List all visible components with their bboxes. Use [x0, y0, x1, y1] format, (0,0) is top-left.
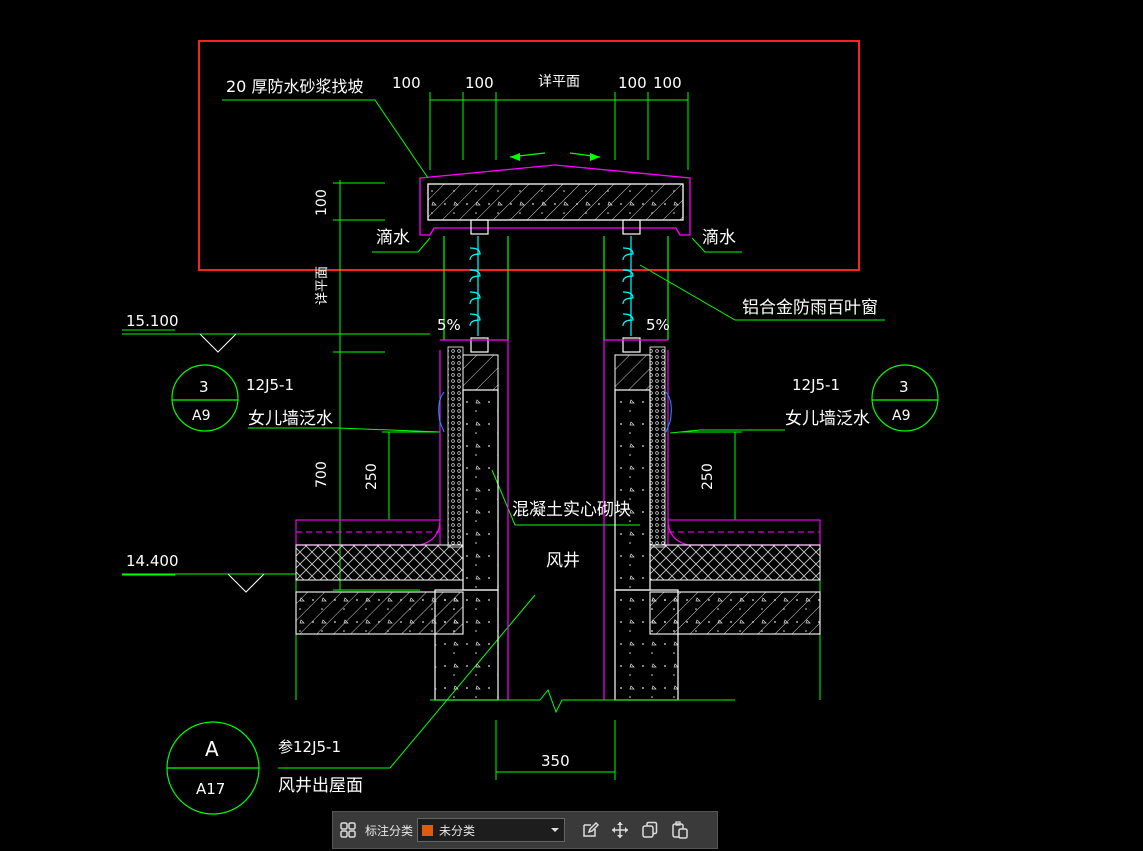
drip-right: 滴水 — [702, 228, 736, 248]
dim-100-c: 100 — [618, 74, 647, 92]
paste-icon — [672, 821, 688, 839]
copy-icon — [642, 821, 658, 838]
dim-cap-height: 100 — [314, 189, 330, 216]
dim-100-d: 100 — [653, 74, 682, 92]
category-select[interactable]: 未分类 — [417, 818, 566, 842]
right-ref-num: 3 — [899, 378, 909, 396]
selection-highlight-box[interactable] — [198, 40, 860, 271]
dim-detail-plan-vertical: 详平面 — [315, 266, 330, 305]
left-ref-num: 3 — [199, 378, 209, 396]
edit-icon — [583, 821, 600, 837]
cap-slab — [419, 152, 691, 236]
block-label: 混凝土实心砌块 — [512, 500, 631, 520]
leader-lines — [122, 99, 885, 769]
dim-350: 350 — [541, 752, 570, 770]
shaft-label: 风井 — [546, 551, 580, 571]
copy-button[interactable] — [635, 815, 665, 845]
drawing-text: 20 厚防水砂浆找坡 100 100 详平面 100 100 100 滴水 滴水… — [126, 74, 910, 798]
section-ref: 参12J5-1 — [278, 738, 341, 756]
reference-circles — [166, 364, 939, 815]
louver-label: 铝合金防雨百叶窗 — [742, 298, 878, 318]
move-button[interactable] — [605, 815, 635, 845]
elevation-markers — [122, 333, 430, 593]
left-ref-code: 12J5-1 — [246, 376, 294, 394]
move-icon — [612, 822, 629, 838]
grid-button[interactable] — [333, 815, 363, 845]
category-swatch — [422, 824, 434, 836]
paste-button[interactable] — [665, 815, 695, 845]
louver-right — [603, 219, 669, 353]
right-ref-code: 12J5-1 — [792, 376, 840, 394]
elev-bottom: 14.400 — [126, 552, 179, 570]
note-mortar: 20 厚防水砂浆找坡 — [226, 77, 363, 96]
chevron-down-icon — [551, 828, 560, 832]
wall-right — [603, 339, 820, 701]
category-label: 标注分类 — [365, 823, 414, 838]
dim-100-b: 100 — [465, 74, 494, 92]
dim-detail-plan: 详平面 — [538, 74, 580, 90]
edit-button[interactable] — [575, 815, 605, 845]
left-parapet: 女儿墙泛水 — [248, 409, 333, 429]
section-sheet: A17 — [196, 780, 225, 798]
left-ref-sheet: A9 — [192, 408, 210, 424]
dim-700: 700 — [314, 461, 330, 488]
right-parapet: 女儿墙泛水 — [785, 409, 870, 429]
dim-250-left: 250 — [364, 463, 380, 490]
louver-left — [443, 219, 509, 353]
right-ref-sheet: A9 — [892, 408, 910, 424]
grid-icon — [340, 822, 356, 838]
dim-100-a: 100 — [392, 74, 421, 92]
elev-top: 15.100 — [126, 312, 179, 330]
section-letter: A — [205, 737, 219, 761]
slope-right: 5% — [646, 316, 670, 334]
drip-left: 滴水 — [376, 228, 410, 248]
annotation-toolbar: 标注分类 未分类 — [332, 811, 718, 849]
slope-left: 5% — [437, 316, 461, 334]
category-value: 未分类 — [439, 823, 476, 838]
top-dimensions — [295, 92, 821, 780]
section-title: 风井出屋面 — [278, 776, 363, 796]
roof-layers — [295, 519, 821, 714]
dim-250-right: 250 — [700, 463, 716, 490]
